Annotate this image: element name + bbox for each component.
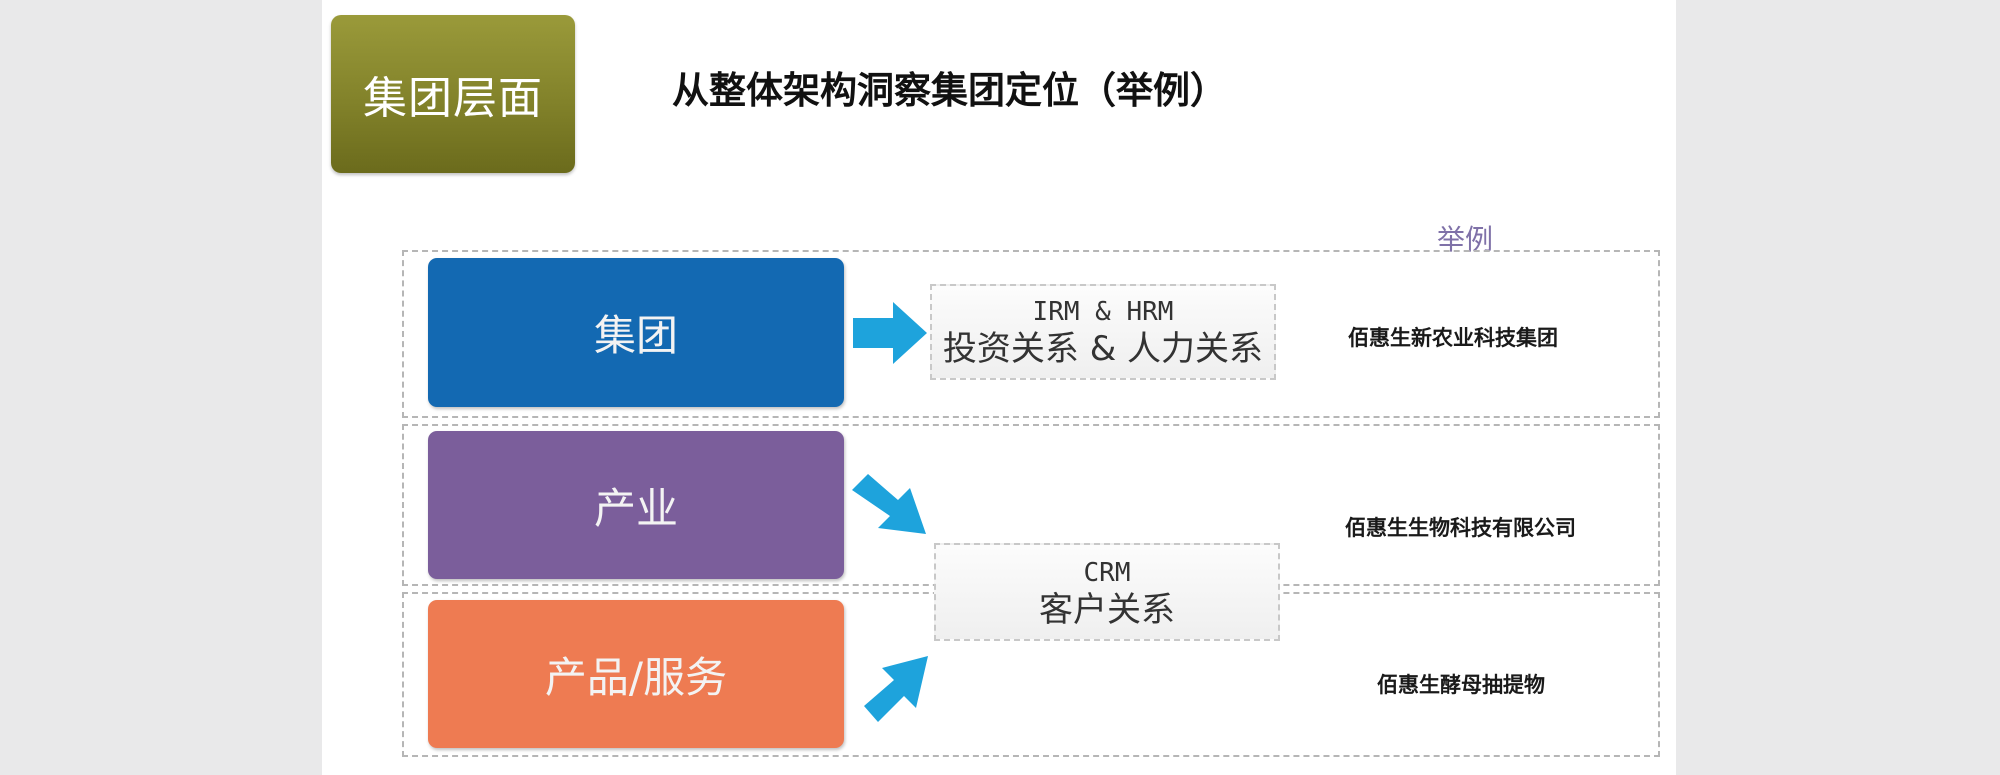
level-block-industry: 产业: [428, 431, 844, 579]
row-frame-group: [402, 250, 1660, 418]
level-block-group: 集团: [428, 258, 844, 407]
arrow-down-right-icon: [852, 474, 926, 534]
level-block-product: 产品/服务: [428, 600, 844, 748]
relation-box-irm-hrm: IRM & HRM 投资关系 & 人力关系: [930, 284, 1276, 380]
company-industry: 佰惠生生物科技有限公司: [1345, 515, 1576, 540]
relation-box-crm: CRM 客户关系: [934, 543, 1280, 641]
arrow-right-icon: [853, 302, 927, 364]
relation-code: CRM: [1083, 558, 1131, 588]
company-group: 佰惠生新农业科技集团: [1348, 325, 1558, 350]
relation-name: 客户关系: [1039, 590, 1175, 630]
page-title: 从整体架构洞察集团定位（举例）: [672, 68, 1227, 112]
relation-code: IRM & HRM: [1032, 297, 1174, 327]
company-product: 佰惠生酵母抽提物: [1377, 672, 1545, 697]
arrow-up-right-icon: [864, 656, 928, 722]
section-badge: 集团层面: [331, 15, 575, 173]
relation-name: 投资关系 & 人力关系: [942, 329, 1264, 369]
